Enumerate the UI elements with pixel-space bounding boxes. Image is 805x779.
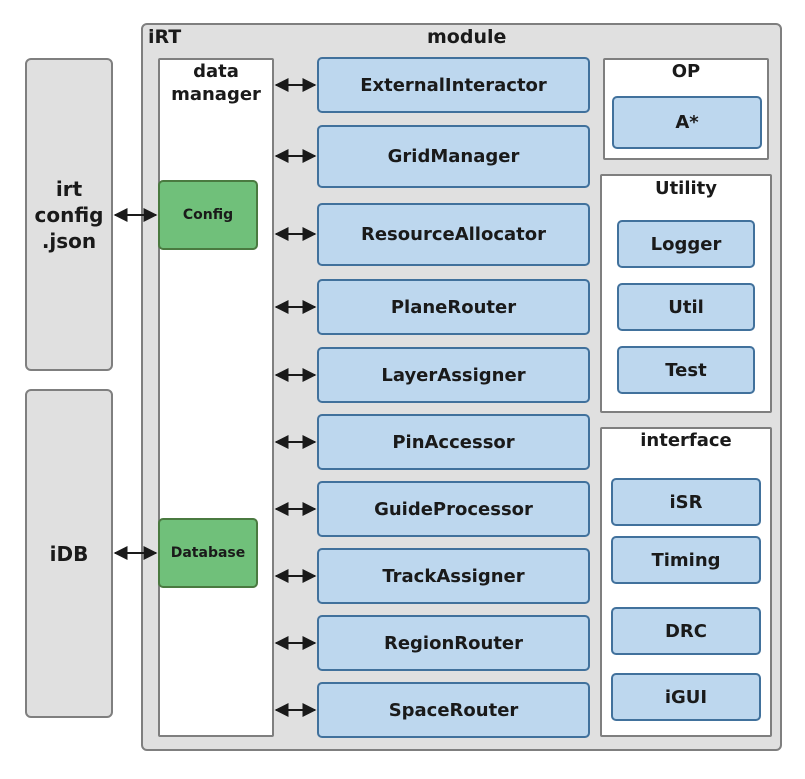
irt-config-json-label: irt config .json (34, 176, 104, 253)
database-box: Database (158, 518, 258, 588)
config-label: Config (182, 207, 234, 223)
interface-title: interface (640, 430, 732, 451)
utility-item-label: Test (665, 359, 707, 381)
idb-box: iDB (25, 389, 113, 718)
module-track-assigner: TrackAssigner (317, 548, 590, 604)
op-item-astar: A* (612, 96, 762, 149)
module-label: SpaceRouter (388, 699, 519, 721)
interface-item-label: iSR (669, 491, 703, 513)
interface-item-drc: DRC (611, 607, 761, 655)
op-title: OP (671, 61, 701, 82)
module-label: RegionRouter (383, 632, 524, 654)
interface-item-label: Timing (651, 549, 721, 571)
module-label: PinAccessor (392, 431, 515, 453)
utility-item-label: Logger (650, 233, 722, 255)
op-item-label: A* (675, 112, 699, 133)
module-grid-manager: GridManager (317, 125, 590, 188)
module-label: ResourceAllocator (360, 224, 547, 245)
module-label: GuideProcessor (374, 498, 533, 520)
irt-title: iRT (148, 26, 182, 48)
database-label: Database (170, 545, 246, 561)
utility-item-test: Test (617, 346, 755, 394)
module-label: PlaneRouter (390, 296, 517, 318)
module-resource-allocator: ResourceAllocator (317, 203, 590, 266)
interface-item-isr: iSR (611, 478, 761, 526)
utility-item-logger: Logger (617, 220, 755, 268)
interface-item-label: DRC (664, 620, 707, 642)
module-region-router: RegionRouter (317, 615, 590, 671)
irt-config-json-box: irt config .json (25, 58, 113, 371)
data-manager-box (158, 58, 274, 737)
module-label: GridManager (387, 146, 520, 167)
module-space-router: SpaceRouter (317, 682, 590, 738)
utility-item-label: Util (668, 296, 704, 318)
module-guide-processor: GuideProcessor (317, 481, 590, 537)
config-box: Config (158, 180, 258, 250)
utility-title: Utility (654, 178, 718, 199)
module-pin-accessor: PinAccessor (317, 414, 590, 470)
module-layer-assigner: LayerAssigner (317, 347, 590, 403)
utility-item-util: Util (617, 283, 755, 331)
idb-label: iDB (49, 541, 89, 566)
module-label: ExternalInteractor (360, 74, 547, 96)
interface-item-timing: Timing (611, 536, 761, 584)
data-manager-title: data manager (171, 61, 261, 105)
module-label: TrackAssigner (382, 565, 525, 587)
interface-item-igui: iGUI (611, 673, 761, 721)
interface-item-label: iGUI (664, 686, 708, 708)
module-label: LayerAssigner (381, 364, 526, 386)
module-external-interactor: ExternalInteractor (317, 57, 590, 113)
module-title: module (427, 26, 507, 48)
module-plane-router: PlaneRouter (317, 279, 590, 335)
